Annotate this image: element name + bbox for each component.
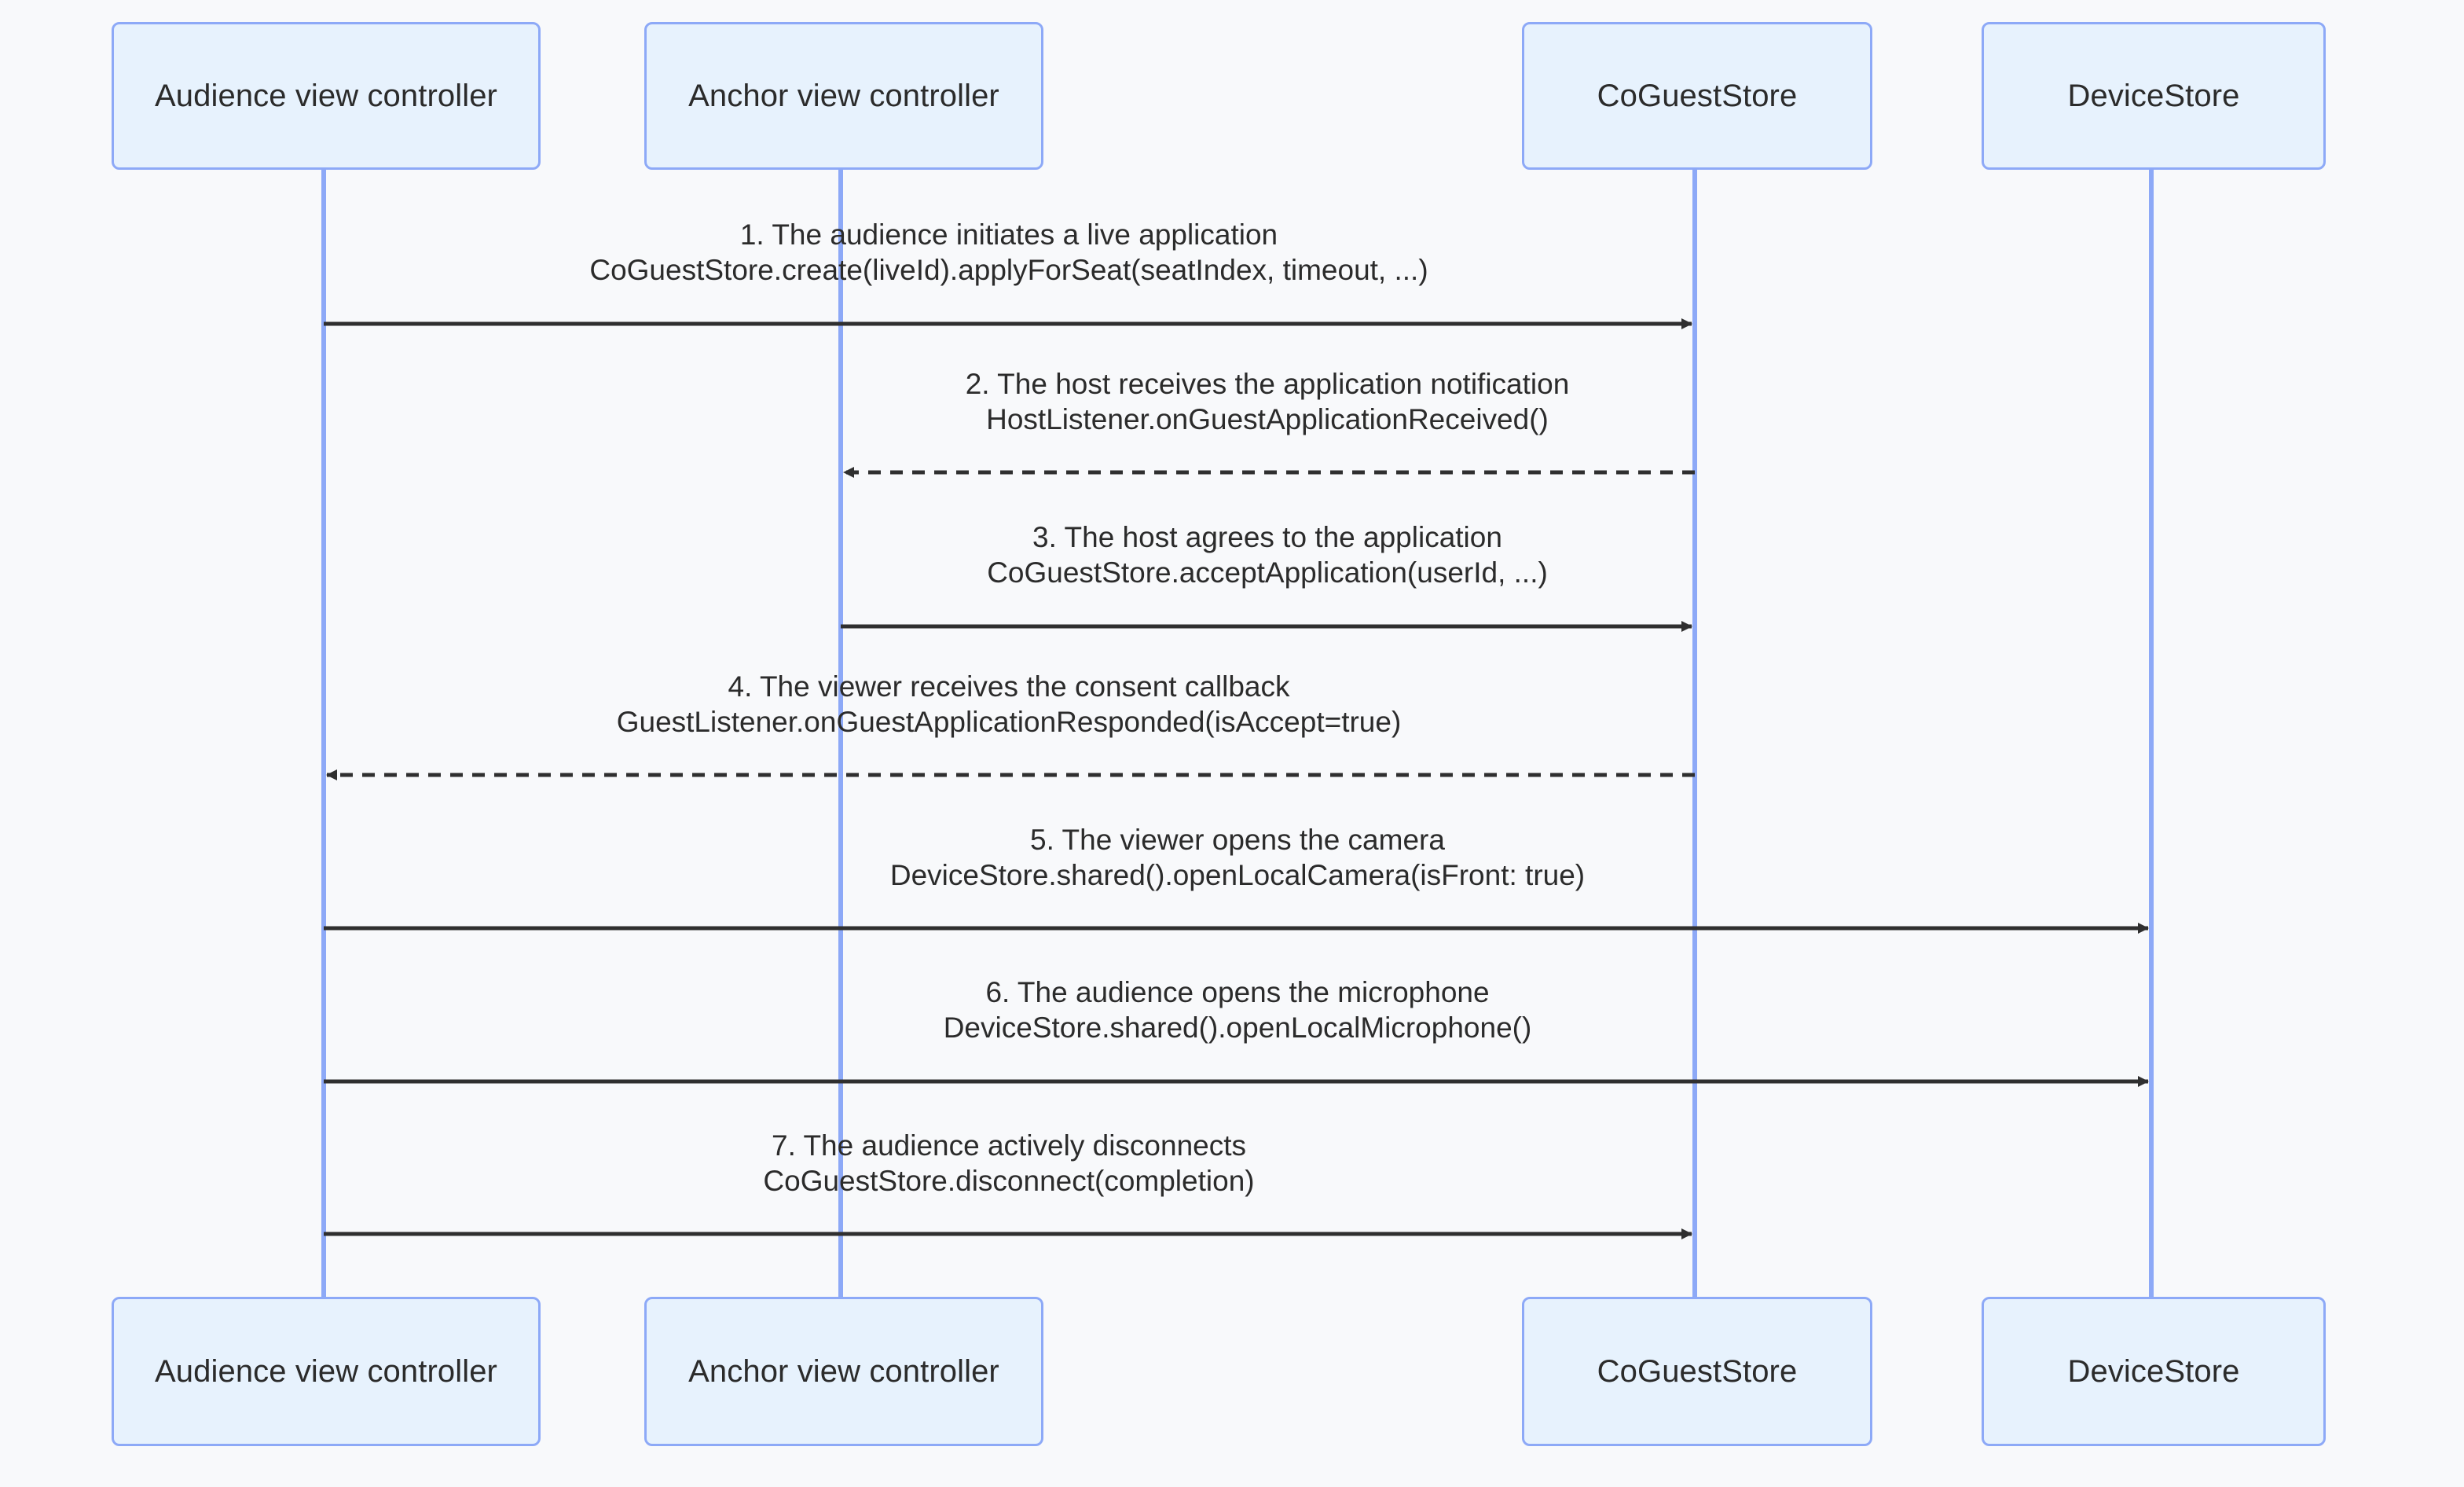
participant-label-anchor: Anchor view controller [688, 79, 999, 113]
message-text-4: 4. The viewer receives the consent callb… [728, 670, 1290, 703]
message-label-4: 4. The viewer receives the consent callb… [617, 669, 1402, 740]
participant-label-device: DeviceStore [2067, 1354, 2240, 1389]
message-text-3: 3. The host agrees to the application [1032, 521, 1502, 553]
participant-box-bottom-device[interactable]: DeviceStore [1982, 1297, 2326, 1446]
message-label-2: 2. The host receives the application not… [966, 366, 1570, 437]
message-text-5: 5. The viewer opens the camera [1030, 824, 1445, 856]
participant-box-bottom-anchor[interactable]: Anchor view controller [644, 1297, 1043, 1446]
message-arrow-group [324, 318, 2149, 1239]
message-api-7: CoGuestStore.disconnect(completion) [763, 1165, 1255, 1198]
participant-box-bottom-audience[interactable]: Audience view controller [112, 1297, 541, 1446]
message-text-1: 1. The audience initiates a live applica… [739, 218, 1278, 251]
participant-box-top-audience[interactable]: Audience view controller [112, 22, 541, 170]
message-api-1: CoGuestStore.create(liveId).applyForSeat… [589, 254, 1428, 287]
message-api-4: GuestListener.onGuestApplicationResponde… [616, 706, 1402, 739]
message-api-3: CoGuestStore.acceptApplication(userId, .… [987, 556, 1548, 589]
participant-label-device: DeviceStore [2067, 79, 2240, 113]
participant-label-audience: Audience view controller [155, 1354, 497, 1389]
message-label-1: 1. The audience initiates a live applica… [589, 217, 1428, 288]
message-text-7: 7. The audience actively disconnects [771, 1129, 1247, 1162]
message-api-2: HostListener.onGuestApplicationReceived(… [986, 403, 1549, 436]
message-api-6: DeviceStore.shared().openLocalMicrophone… [943, 1012, 1532, 1045]
participant-box-bottom-coguest[interactable]: CoGuestStore [1522, 1297, 1872, 1446]
participant-label-coguest: CoGuestStore [1597, 79, 1798, 113]
message-api-5: DeviceStore.shared().openLocalCamera(isF… [889, 859, 1586, 892]
lifeline-group [321, 170, 2154, 1297]
participant-box-top-coguest[interactable]: CoGuestStore [1522, 22, 1872, 170]
participant-label-anchor: Anchor view controller [688, 1354, 999, 1389]
message-text-2: 2. The host receives the application not… [965, 368, 1570, 400]
participant-box-top-anchor[interactable]: Anchor view controller [644, 22, 1043, 170]
message-text-6: 6. The audience opens the microphone [985, 976, 1490, 1008]
participant-label-coguest: CoGuestStore [1597, 1354, 1798, 1389]
participant-label-audience: Audience view controller [155, 79, 497, 113]
participant-box-top-device[interactable]: DeviceStore [1982, 22, 2326, 170]
